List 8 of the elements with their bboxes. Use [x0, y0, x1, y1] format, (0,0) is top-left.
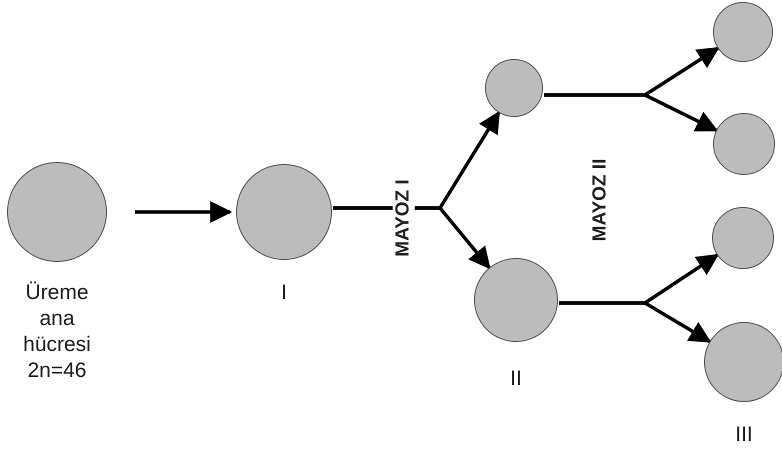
arrow: [559, 301, 712, 344]
cell-caption: I: [280, 280, 288, 306]
cell-caption: III: [734, 422, 754, 448]
arrow: [544, 93, 718, 132]
cell-caption: Üreme ana hücresi 2n=46: [22, 280, 92, 384]
arrow: [333, 206, 491, 270]
arrow: [135, 201, 232, 223]
cell-caption: II: [509, 366, 523, 392]
